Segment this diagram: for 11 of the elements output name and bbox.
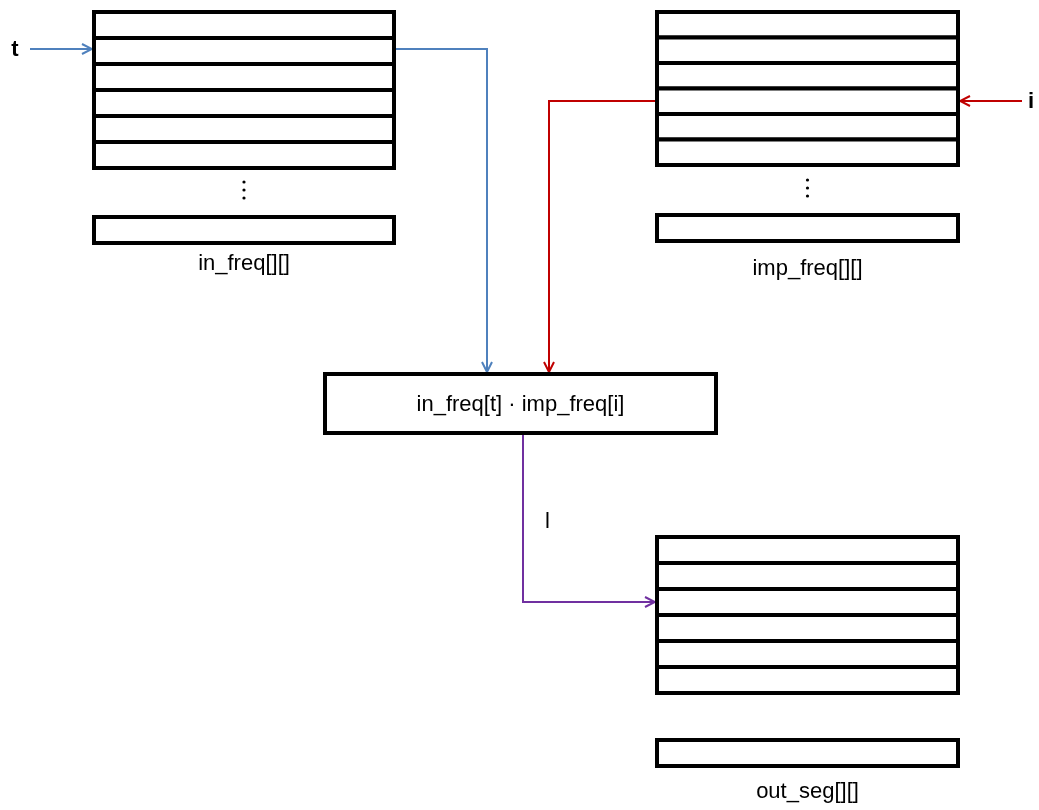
index-label: i [1024, 86, 1038, 116]
array-name: out_seg[][] [755, 778, 860, 804]
arrow [959, 95, 1023, 107]
index-label: t [4, 34, 26, 64]
array-name: imp_freq[][] [751, 255, 864, 281]
arrow [29, 43, 93, 55]
arrow [522, 434, 656, 608]
array-name: in_freq[][] [197, 250, 291, 276]
arrow [395, 48, 493, 373]
arrow [543, 100, 656, 373]
operation-box: in_freq[t] · imp_freq[i] [323, 372, 718, 435]
